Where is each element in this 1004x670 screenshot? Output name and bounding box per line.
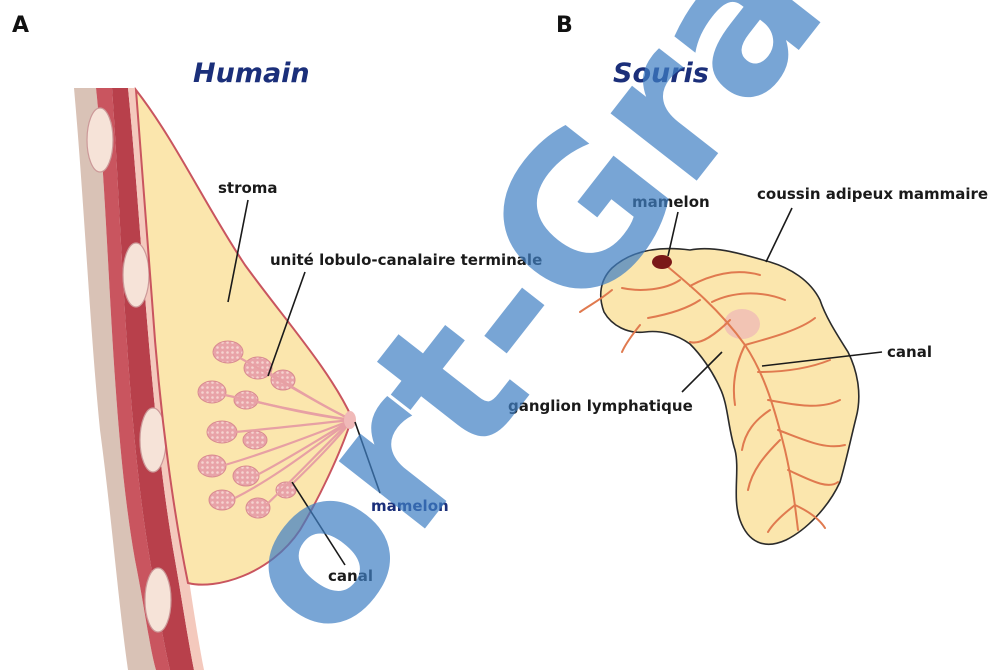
panel-b-letter: B	[556, 13, 573, 38]
leader-fat-pad	[766, 208, 792, 262]
label-fat-pad: coussin adipeux mammaire	[757, 185, 988, 203]
label-mouse-duct: canal	[887, 343, 932, 361]
panel-a-letter: A	[12, 13, 29, 38]
panel-a-title: Humain	[193, 58, 310, 89]
label-stroma: stroma	[218, 179, 278, 197]
